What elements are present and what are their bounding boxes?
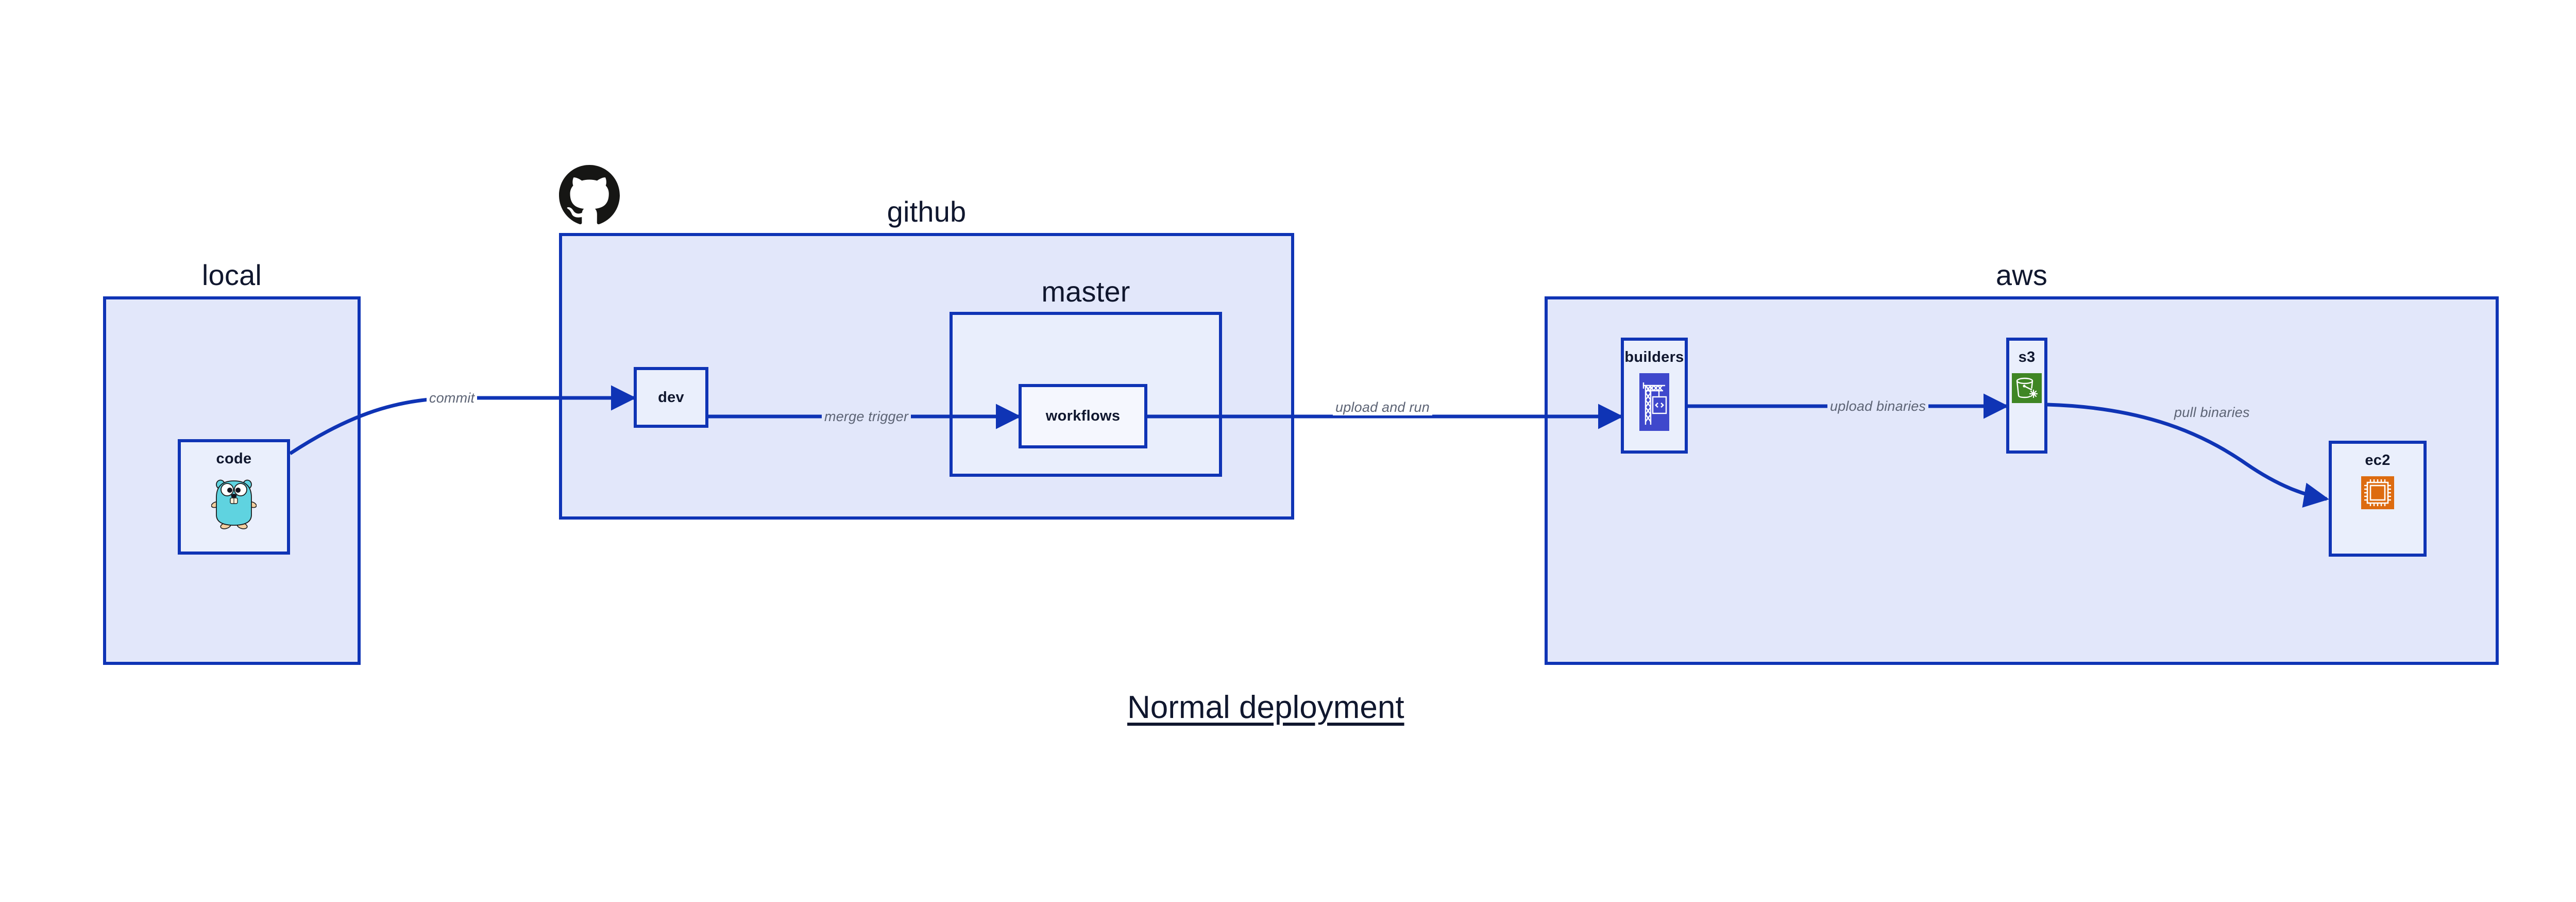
go-gopher-icon: [211, 475, 257, 530]
group-label-aws: aws: [1995, 259, 2048, 291]
group-label-local: local: [201, 259, 262, 291]
node-dev[interactable]: dev: [634, 367, 708, 428]
node-code[interactable]: code: [178, 439, 290, 555]
aws-codebuild-icon: [1639, 373, 1669, 431]
node-builders[interactable]: builders: [1621, 338, 1688, 454]
edge-label-merge-trigger: merge trigger: [822, 409, 911, 425]
edge-label-pull-binaries: pull binaries: [2172, 405, 2252, 421]
node-label-dev: dev: [658, 389, 684, 406]
node-workflows[interactable]: workflows: [1019, 384, 1147, 448]
edge-label-upload-binaries: upload binaries: [1827, 398, 1929, 414]
node-ec2[interactable]: ec2: [2329, 441, 2427, 557]
node-label-code: code: [216, 450, 252, 467]
aws-ec2-icon: [2361, 476, 2394, 509]
node-label-workflows: workflows: [1045, 408, 1121, 424]
group-label-master: master: [1041, 275, 1130, 308]
diagram-title: Normal deployment: [1127, 690, 1404, 725]
aws-s3-glacier-icon: [2012, 373, 2042, 403]
node-label-ec2: ec2: [2365, 452, 2391, 469]
edge-label-upload-and-run: upload and run: [1333, 399, 1432, 415]
node-label-builders: builders: [1624, 349, 1684, 365]
node-label-s3: s3: [2018, 349, 2036, 365]
edge-label-commit: commit: [427, 390, 478, 406]
group-label-github: github: [887, 195, 967, 228]
node-s3[interactable]: s3: [2006, 338, 2047, 454]
github-octocat-logo: [559, 165, 620, 226]
